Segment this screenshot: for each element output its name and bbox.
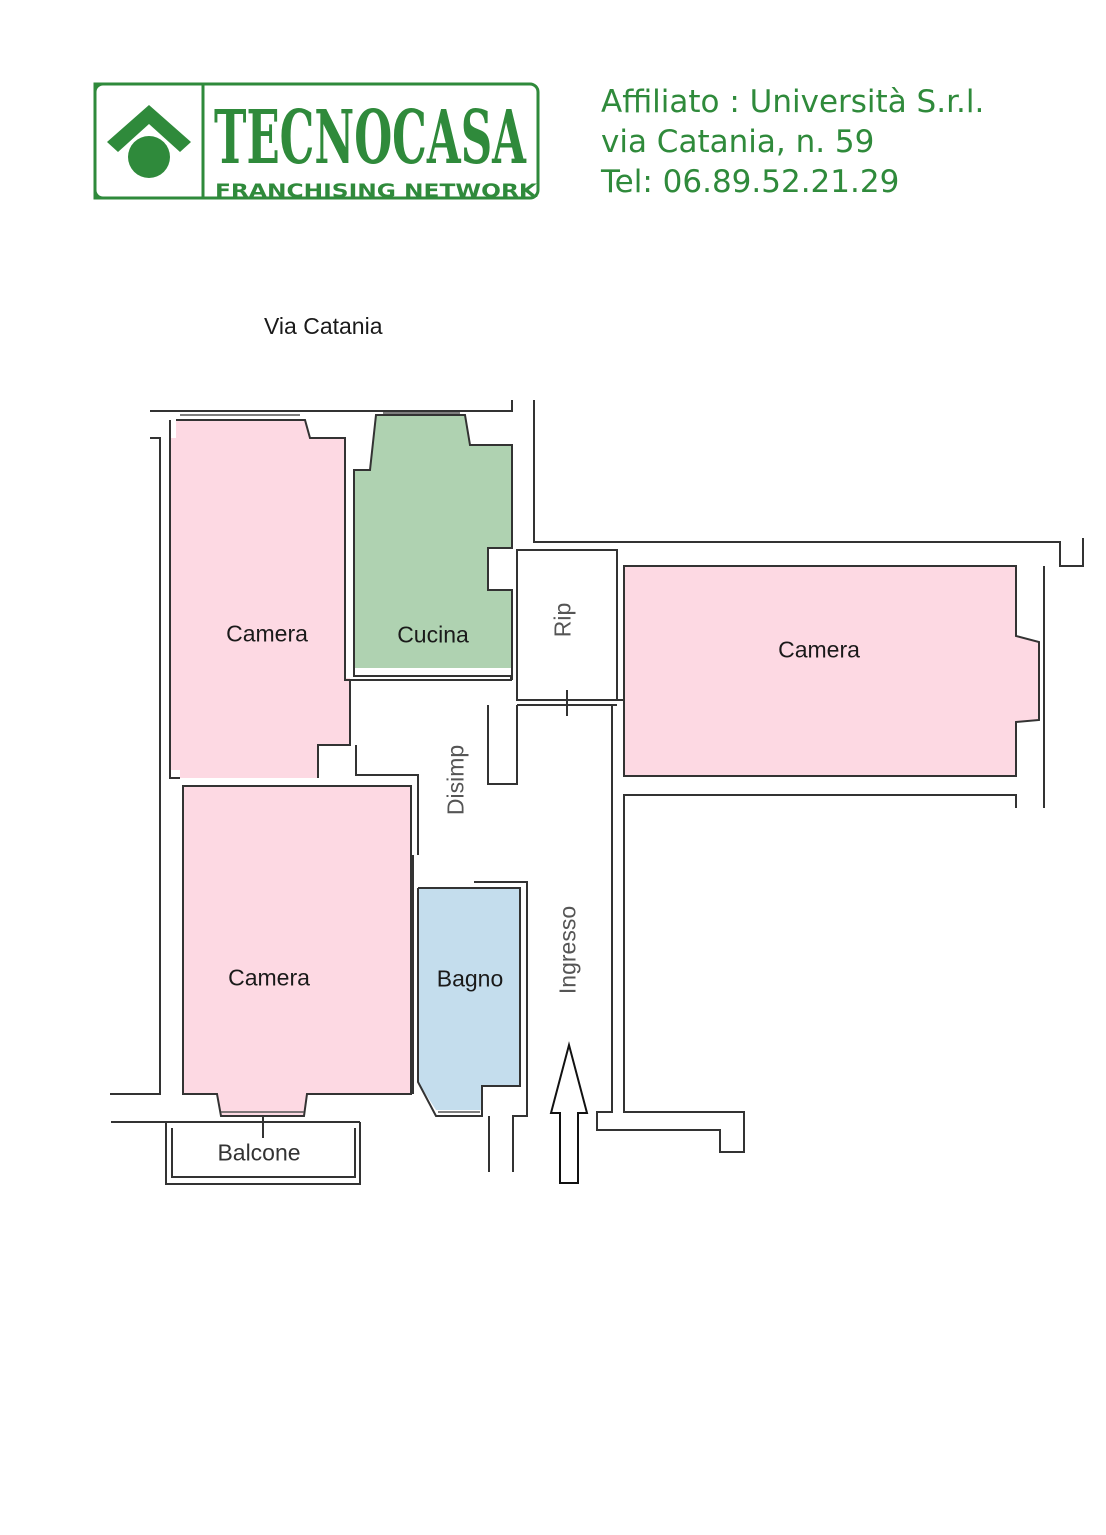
brand-name: TECNOCASA <box>214 95 527 181</box>
camera-right-area <box>624 566 1039 776</box>
room-label-bagno: Bagno <box>436 965 504 992</box>
street-label: Via Catania <box>264 313 383 339</box>
room-label-balcone: Balcone <box>217 1139 301 1166</box>
entrance-arrow-icon <box>549 1041 589 1184</box>
affiliate-phone: Tel: 06.89.52.21.29 <box>601 164 900 200</box>
room-label-camera-top-left: Camera <box>226 620 308 647</box>
house-icon <box>107 105 191 178</box>
room-label-cucina: Cucina <box>397 621 469 648</box>
room-label-disimp: Disimp <box>442 744 469 816</box>
affiliate-name: Affiliato : Università S.r.l. <box>601 84 985 120</box>
walls <box>110 400 1084 1185</box>
camera-top-left-area <box>170 420 350 778</box>
windows <box>180 412 480 1113</box>
brand-tagline: FRANCHISING NETWORK <box>215 180 539 202</box>
room-label-ingresso: Ingresso <box>554 905 581 995</box>
cucina-area <box>354 415 512 668</box>
bagno-area <box>418 888 520 1110</box>
room-label-rip: Rip <box>549 602 576 638</box>
room-label-camera-bottom-left: Camera <box>228 964 310 991</box>
camera-bottom-left-area <box>183 786 411 1116</box>
tecnocasa-logo: TECNOCASA FRANCHISING NETWORK <box>93 82 540 202</box>
room-label-camera-right: Camera <box>778 636 860 663</box>
affiliate-address: via Catania, n. 59 <box>601 124 875 160</box>
